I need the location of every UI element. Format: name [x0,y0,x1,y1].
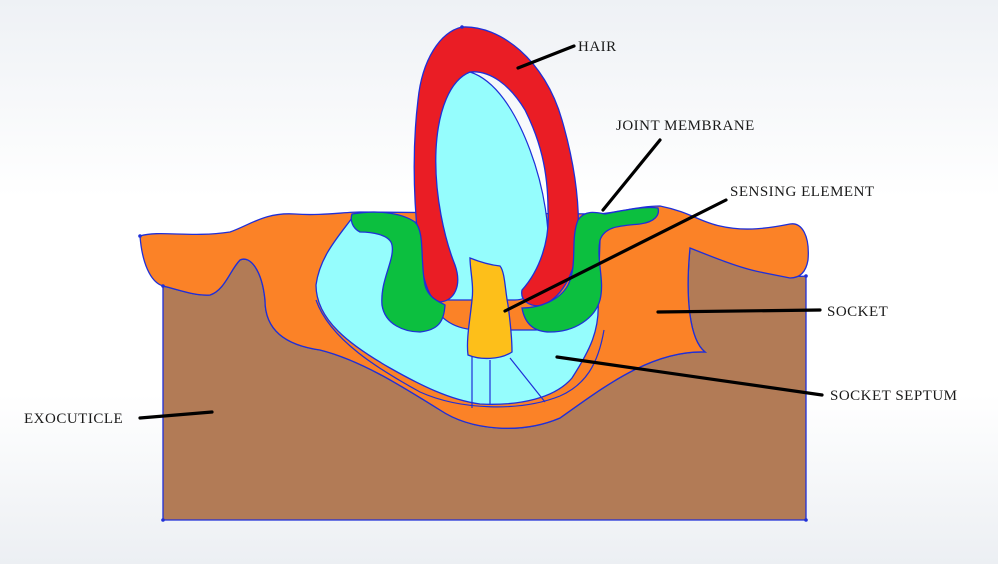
joint-membrane-label: JOINT MEMBRANE [616,118,755,134]
sensing-element-label: SENSING ELEMENT [730,184,875,200]
joint-membrane-leader [603,140,660,210]
socket-leader [658,310,820,312]
exocuticle-label: EXOCUTICLE [24,411,123,427]
socket-label: SOCKET [827,304,888,320]
socket-septum-label: SOCKET SEPTUM [830,388,958,404]
hair-label: HAIR [578,39,617,55]
